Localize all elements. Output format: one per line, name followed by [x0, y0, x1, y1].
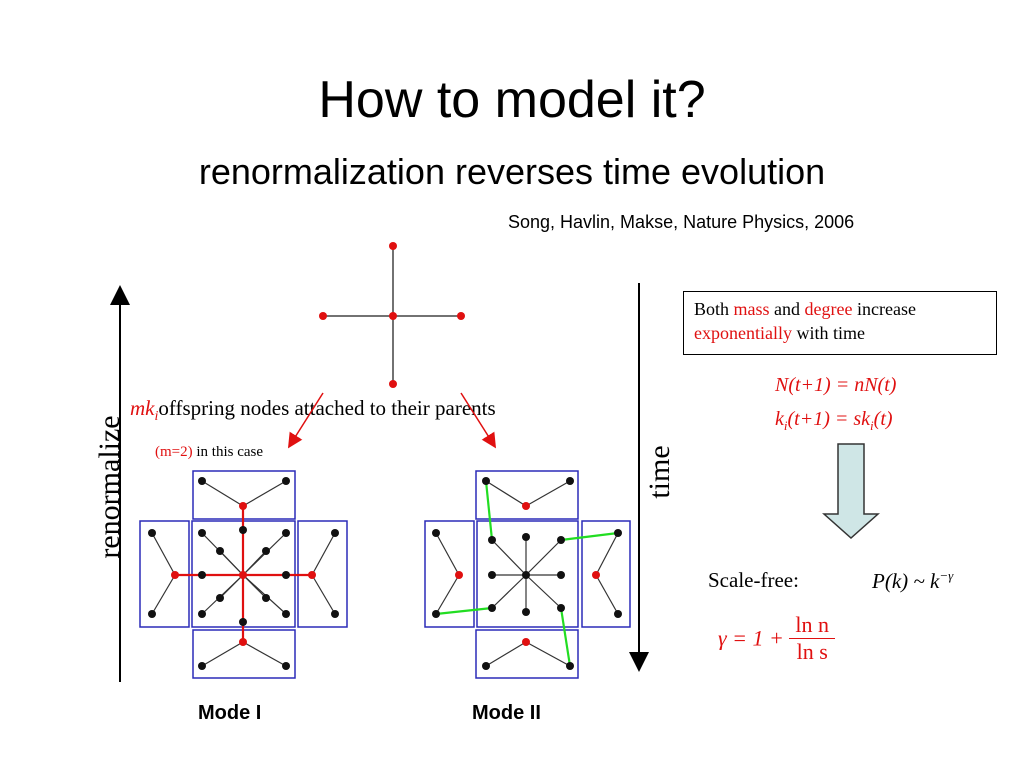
info-degree: degree [804, 299, 853, 319]
arrow-to-mode-2 [460, 392, 497, 449]
mode2-box-top [475, 470, 579, 520]
info-box: Both mass and degree increase exponentia… [683, 291, 997, 355]
info-and: and [774, 299, 801, 319]
power-law-exp: −γ [939, 568, 954, 583]
slide-subtitle: renormalization reverses time evolution [198, 151, 826, 192]
info-mass: mass [733, 299, 770, 319]
gamma-numerator: ln n [789, 612, 835, 639]
info-both: Both [694, 299, 730, 319]
mk-subscript: i [154, 409, 159, 425]
degree-equation: ki(t+1) = ski(t) [775, 408, 893, 434]
gamma-lhs: γ = 1 + [718, 625, 784, 651]
m-note: (m=2) in this case [155, 444, 263, 461]
m-note-text: in this case [196, 444, 264, 460]
scale-free-label: Scale-free: [708, 568, 799, 592]
mode-1-network [139, 470, 348, 679]
mode2-box-center [476, 520, 579, 628]
top-star-network [319, 242, 465, 388]
offspring-text: offspring nodes attached to their parent… [158, 396, 496, 420]
m-value: (m=2) [155, 444, 193, 460]
mode-2-network [424, 470, 631, 679]
deg-rest1: (t+1) = sk [787, 408, 871, 430]
top-node-left [319, 312, 327, 320]
info-with-time: with time [796, 323, 865, 343]
offspring-label: mkioffspring nodes attached to their par… [130, 396, 496, 425]
gamma-denominator: ln s [796, 639, 828, 664]
info-increase: increase [856, 299, 916, 319]
top-node-down [389, 380, 397, 388]
gamma-formula: γ = 1 + ln n ln s [718, 612, 835, 665]
power-law: P(k) ~ k−γ [872, 568, 953, 594]
deg-sub2: i [870, 418, 874, 433]
slide-title: How to model it? [318, 71, 706, 129]
mode2-box-right [581, 520, 631, 628]
mode2-box-bottom [475, 629, 579, 679]
mode-2-label: Mode II [472, 702, 541, 724]
deg-k: k [775, 408, 784, 430]
deg-sub: i [783, 418, 788, 433]
mode2-box-left [424, 520, 475, 628]
info-exponentially: exponentially [694, 323, 792, 343]
arrow-to-mode-1 [287, 392, 324, 449]
mk-symbol: mk [130, 396, 155, 420]
down-arrow-icon [822, 443, 880, 540]
mode-1-label: Mode I [198, 702, 262, 724]
deg-rest2: (t) [873, 408, 893, 430]
mass-equation: N(t+1) = nN(t) [775, 374, 897, 396]
power-law-lhs: P(k) ~ k [872, 569, 940, 593]
citation: Song, Havlin, Makse, Nature Physics, 200… [508, 212, 855, 232]
gamma-fraction: ln n ln s [789, 612, 835, 665]
top-node-up [389, 242, 397, 250]
top-node-right [457, 312, 465, 320]
top-node-center [389, 312, 397, 320]
